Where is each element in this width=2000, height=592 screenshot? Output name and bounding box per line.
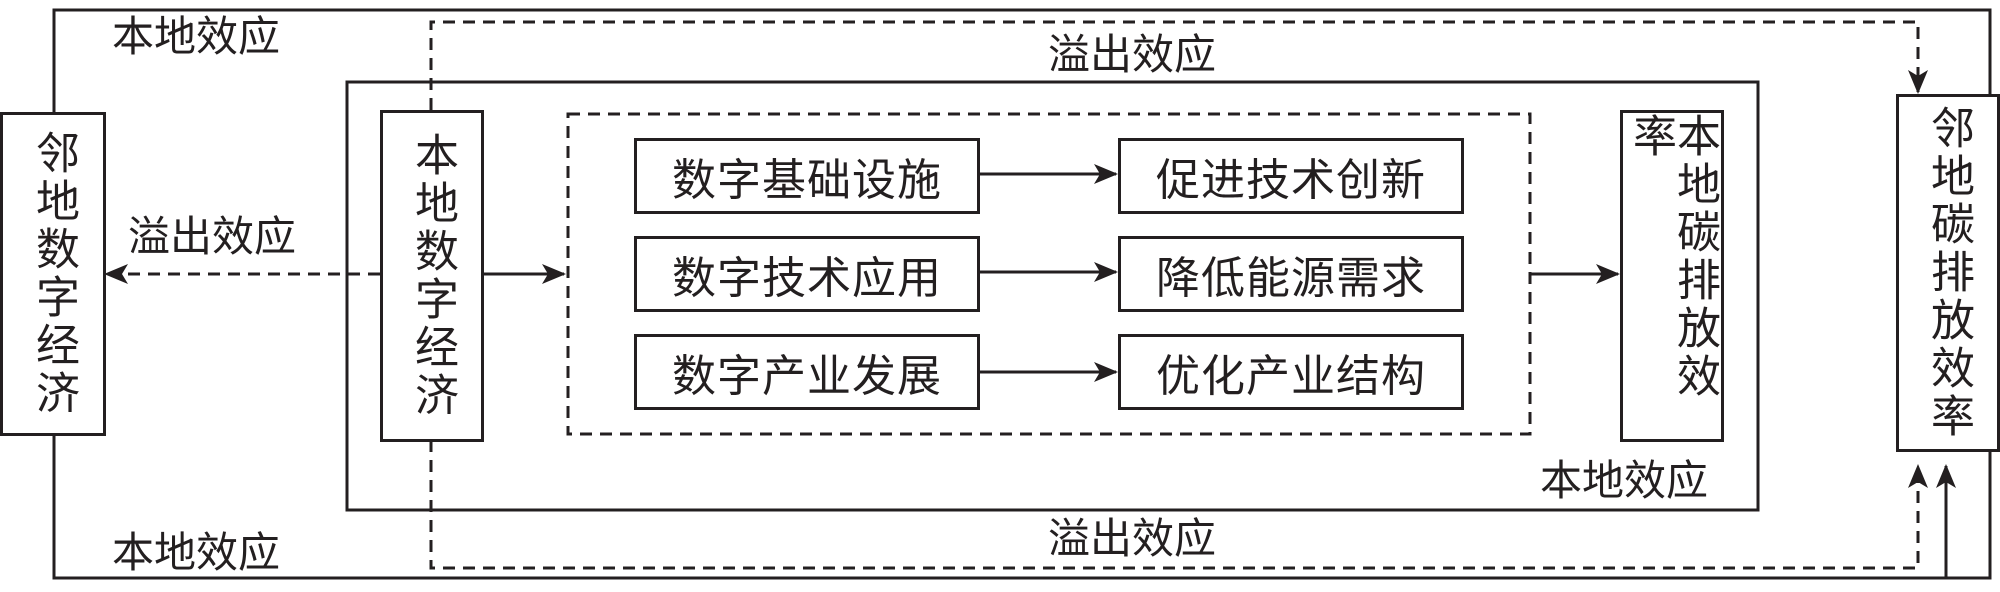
local-effect-label-top-left: 本地效应 bbox=[112, 12, 281, 61]
mechanism-label: 降低能源需求 bbox=[1156, 253, 1426, 304]
local-frame bbox=[345, 80, 1760, 512]
driver-label: 数字技术应用 bbox=[672, 253, 942, 304]
mechanism-label: 优化产业结构 bbox=[1156, 351, 1426, 402]
spillover-bottom-line bbox=[429, 440, 1928, 570]
mechanism-box-3: 优化产业结构 bbox=[1118, 334, 1464, 410]
mechanism-box-1: 促进技术创新 bbox=[1118, 138, 1464, 214]
spillover-label-bottom: 溢出效应 bbox=[1048, 514, 1217, 563]
neighbor-digital-economy-box: 邻地数字经济 bbox=[0, 112, 106, 436]
driver-box-3: 数字产业发展 bbox=[634, 334, 980, 410]
driver-box-2: 数字技术应用 bbox=[634, 236, 980, 312]
driver-box-1: 数字基础设施 bbox=[634, 138, 980, 214]
outer-local-effect-line bbox=[52, 8, 1992, 580]
neighbor-digital-economy-text: 邻地数字经济 bbox=[28, 130, 79, 418]
local-carbon-efficiency-text: 本地碳排放效率 bbox=[1625, 113, 1720, 401]
spillover-label-top: 溢出效应 bbox=[1048, 30, 1217, 79]
neighbor-carbon-efficiency-box: 邻地碳排放效率 bbox=[1896, 94, 2000, 452]
mechanism-label: 促进技术创新 bbox=[1156, 155, 1426, 206]
mechanism-box-2: 降低能源需求 bbox=[1118, 236, 1464, 312]
spillover-top-line bbox=[429, 20, 1928, 110]
driver-label: 数字产业发展 bbox=[672, 351, 942, 402]
local-effect-label-inner: 本地效应 bbox=[1540, 456, 1709, 505]
driver-label: 数字基础设施 bbox=[672, 155, 942, 206]
neighbor-carbon-efficiency-text: 邻地碳排放效率 bbox=[1923, 105, 1974, 441]
spillover-label-left: 溢出效应 bbox=[128, 212, 297, 261]
local-digital-economy-box: 本地数字经济 bbox=[380, 110, 484, 442]
local-digital-economy-text: 本地数字经济 bbox=[407, 132, 458, 420]
local-effect-label-bottom-left: 本地效应 bbox=[112, 528, 281, 577]
local-carbon-efficiency-box: 本地碳排放效率 bbox=[1620, 110, 1724, 442]
